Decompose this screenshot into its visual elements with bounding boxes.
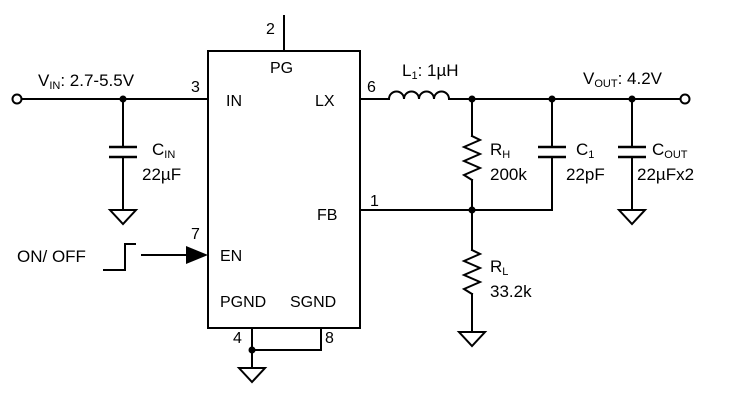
pin-label-pg: PG [270,60,293,77]
inductor-l1 [387,90,451,101]
cout-label: COUT [652,140,688,161]
ground-icon-cout [616,209,648,226]
rl-label: RL [490,257,508,278]
pin-label-fb: FB [317,207,337,224]
arrow-icon-en [186,246,208,264]
vout-label: VOUT: 4.2V [583,69,663,90]
pin-number-sgnd: 8 [325,330,334,347]
pin-number-in: 3 [191,79,200,96]
cout-value: 22µFx2 [637,165,694,184]
pin-number-pg: 2 [266,21,275,38]
vin-label: VIN: 2.7-5.5V [38,71,135,92]
ground-icon-ic [236,367,268,384]
l1-label: L1: 1µH [402,61,459,82]
vout-terminal [679,93,691,105]
vin-terminal [11,93,23,105]
pin-label-en: EN [220,248,242,265]
pin-label-sgnd: SGND [290,294,336,311]
pin-number-en: 7 [191,226,200,243]
rh-label: RH [490,140,510,161]
rh-value: 200k [490,165,527,184]
on-off-label: ON/ OFF [17,247,86,266]
rl-value: 33.2k [490,282,532,301]
resistor-rh [461,134,483,182]
c1-label: C1 [576,140,594,161]
pin-number-pgnd: 4 [233,330,242,347]
cin-label: CIN [152,140,175,161]
ground-icon-rl [456,331,488,348]
pin-label-lx: LX [315,93,335,110]
pin-number-lx: 6 [367,79,376,96]
cin-value: 22µF [142,165,181,184]
ground-icon-cin [107,209,139,226]
step-signal-icon [103,243,136,271]
pin-label-in: IN [226,93,242,110]
junction-gnd [248,346,256,354]
pin-label-pgnd: PGND [220,294,266,311]
c1-value: 22pF [566,165,605,184]
resistor-rl [461,248,483,296]
pin-number-fb: 1 [370,193,379,210]
